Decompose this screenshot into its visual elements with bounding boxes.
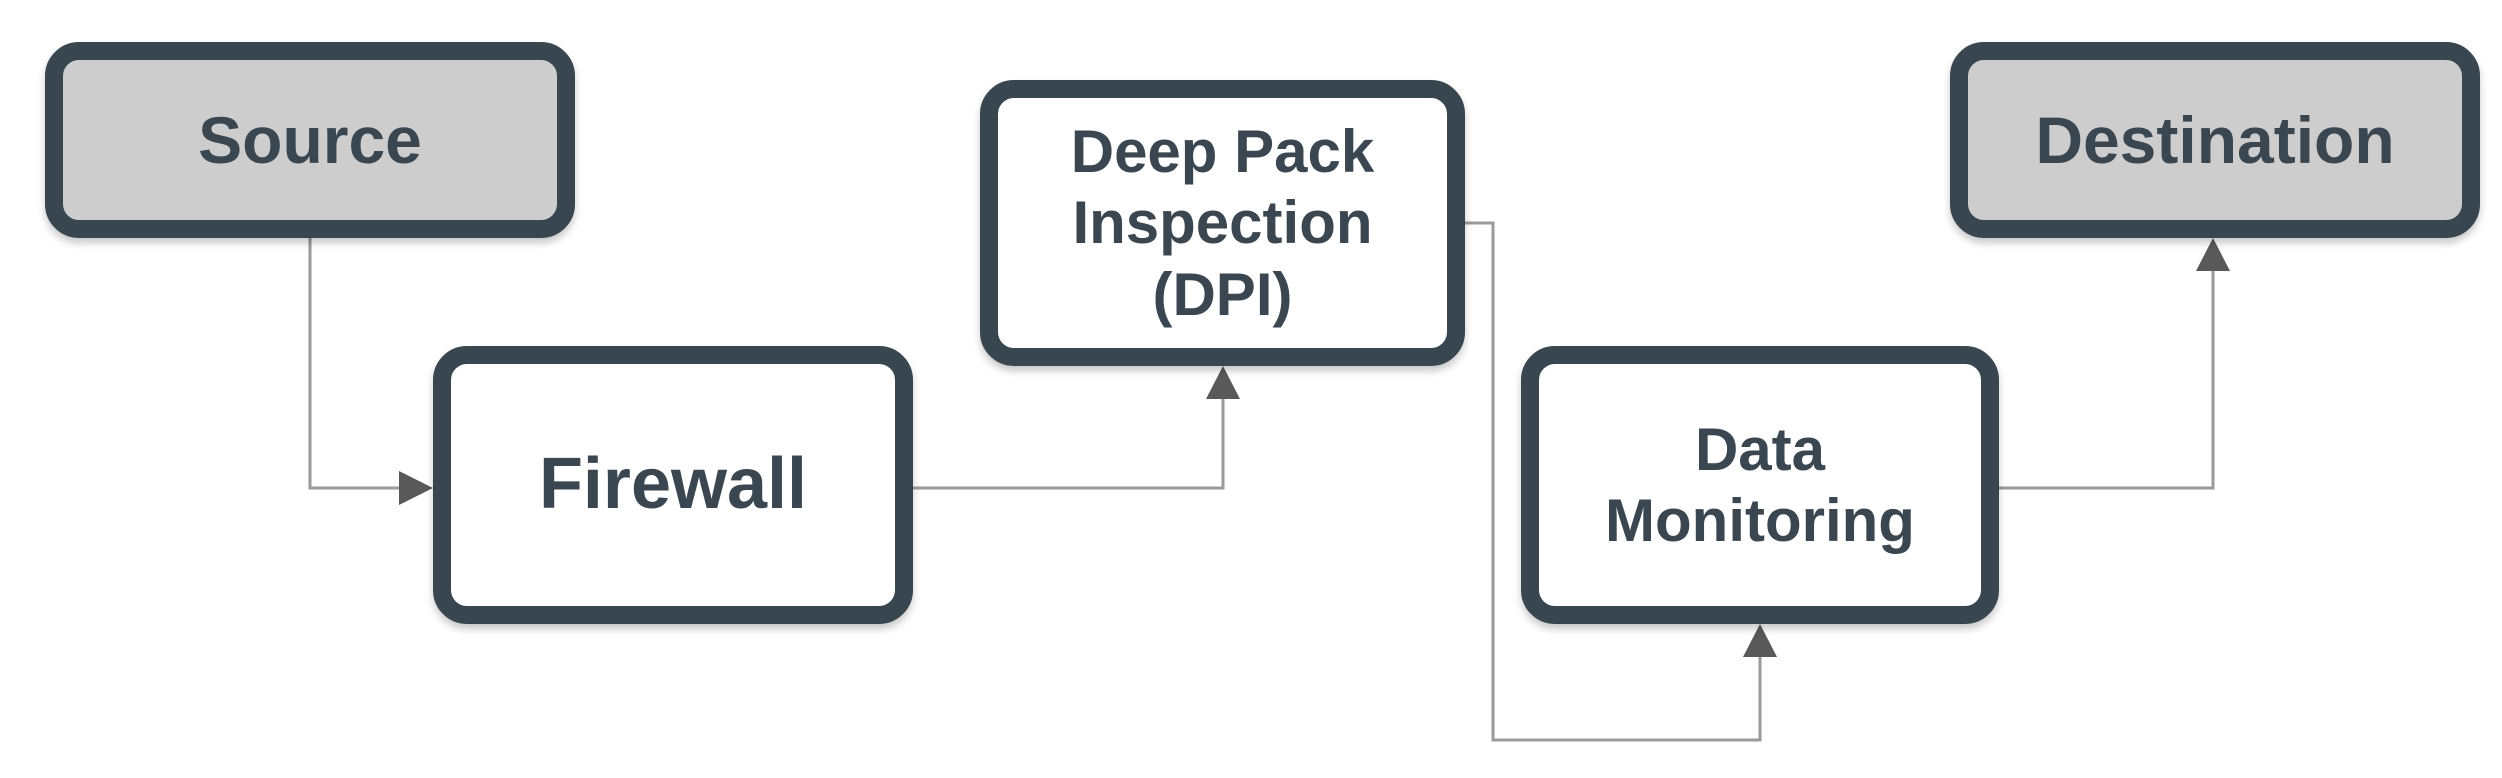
- firewall-label: Firewall: [538, 444, 808, 525]
- dpi-node: Deep Pack Inspection (DPI): [980, 80, 1465, 366]
- dpi-label: Deep Pack Inspection (DPI): [1070, 117, 1375, 328]
- firewall-node: Firewall: [433, 346, 913, 624]
- connector-source-firewall: [308, 238, 405, 490]
- source-label: Source: [198, 102, 422, 177]
- connector-firewall-dpi: [913, 395, 1225, 490]
- destination-node: Destination: [1950, 42, 2480, 238]
- data-monitoring-label: Data Monitoring: [1605, 415, 1915, 554]
- source-node: Source: [45, 42, 575, 238]
- arrowhead-monitoring-destination: [2196, 238, 2230, 271]
- arrowhead-source-firewall: [399, 471, 433, 505]
- connector-dpi-monitoring: [1465, 221, 1762, 742]
- arrowhead-dpi-monitoring: [1743, 624, 1777, 657]
- destination-label: Destination: [2035, 102, 2395, 177]
- arrowhead-firewall-dpi: [1206, 366, 1240, 399]
- data-monitoring-node: Data Monitoring: [1521, 346, 1999, 624]
- connector-monitoring-destination: [1999, 268, 2215, 490]
